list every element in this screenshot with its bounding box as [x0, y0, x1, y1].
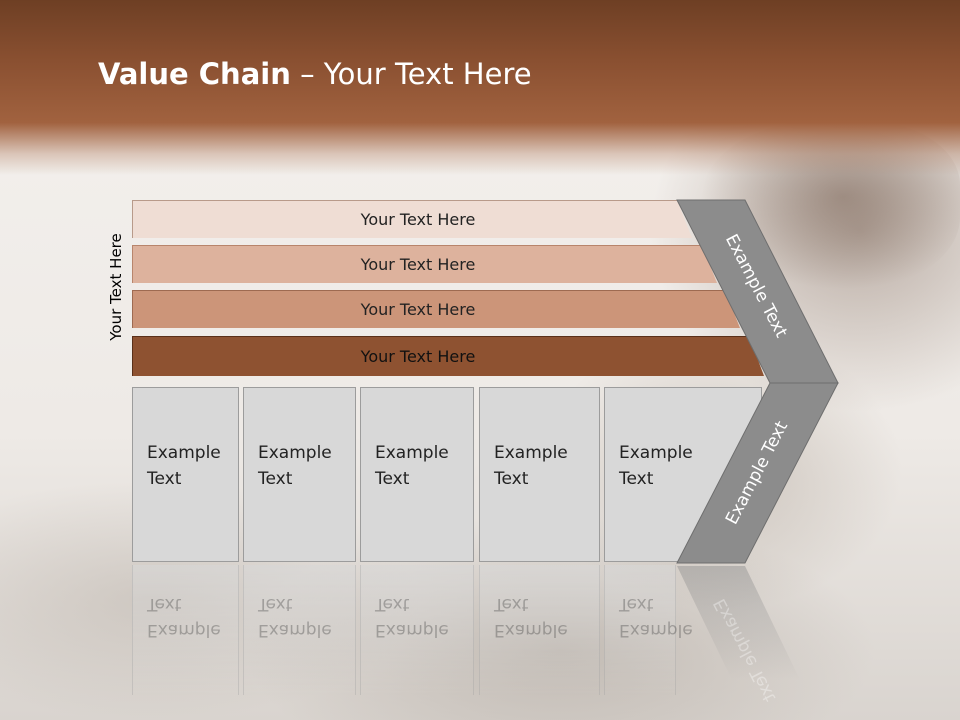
primary-box-5-label: Example Text: [619, 443, 693, 489]
support-bar-2: Your Text Here: [132, 245, 717, 283]
support-bar-4-label: Your Text Here: [360, 347, 476, 366]
slide-title: Value Chain – Your Text Here: [98, 52, 532, 96]
title-rest: – Your Text Here: [290, 57, 532, 91]
header-band: [0, 0, 960, 175]
support-bar-2-label: Your Text Here: [360, 255, 476, 274]
support-bar-1: Your Text Here: [132, 200, 692, 238]
support-bar-1-label: Your Text Here: [360, 210, 476, 229]
primary-box-1: Example Text: [132, 387, 239, 562]
primary-box-2-label: Example Text: [258, 443, 332, 489]
primary-box-3-label: Example Text: [375, 443, 449, 489]
box-reflection-3: Example Text: [360, 565, 474, 695]
chevron-lower-arm: [676, 382, 839, 564]
box-reflection-1: Example Text: [132, 565, 239, 695]
primary-box-1-label: Example Text: [147, 443, 221, 489]
support-bar-3: Your Text Here: [132, 290, 740, 328]
support-bar-3-label: Your Text Here: [360, 300, 476, 319]
support-bar-4: Your Text Here: [132, 336, 764, 376]
primary-box-3: Example Text: [360, 387, 474, 562]
primary-box-4-label: Example Text: [494, 443, 568, 489]
box-reflection-5: Example Text: [604, 565, 693, 695]
box-reflection-2: Example Text: [243, 565, 356, 695]
box-reflection-4: Example Text: [479, 565, 600, 695]
primary-box-2: Example Text: [243, 387, 356, 562]
chevron-reflection: [677, 566, 800, 680]
title-bold: Value Chain: [98, 57, 291, 91]
primary-box-4: Example Text: [479, 387, 600, 562]
